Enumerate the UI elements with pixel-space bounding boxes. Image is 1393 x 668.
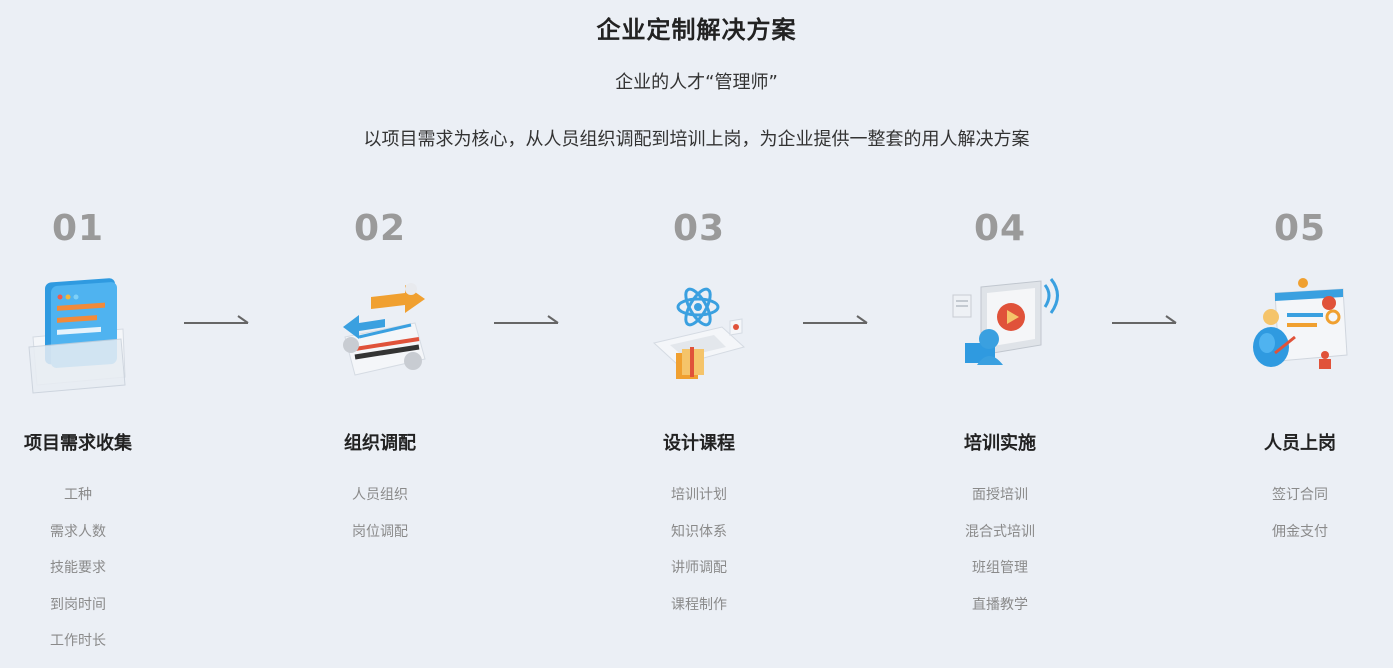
onboarding-contract-icon xyxy=(1235,267,1365,397)
step-number: 02 xyxy=(353,208,407,249)
list-item: 签订合同 xyxy=(1272,487,1328,503)
step-name: 组织调配 xyxy=(344,433,416,454)
step-name: 人员上岗 xyxy=(1264,433,1336,454)
step-number: 03 xyxy=(672,208,726,249)
step-number: 05 xyxy=(1273,208,1327,249)
arrow-right-icon xyxy=(1112,315,1177,324)
list-item: 工作时长 xyxy=(50,633,106,649)
step-name: 培训实施 xyxy=(964,433,1036,454)
requirements-folder-icon xyxy=(13,267,143,397)
step-item-list: 人员组织 岗位调配 xyxy=(280,485,480,558)
arrow-right-icon xyxy=(494,315,559,324)
list-item: 面授培训 xyxy=(972,487,1028,503)
page-description: 以项目需求为核心，从人员组织调配到培训上岗，为企业提供一整套的用人解决方案 xyxy=(363,129,1030,150)
step-3: 03 设计课程 培训计划 知识体系 讲师调配 课程制作 xyxy=(599,205,799,631)
course-design-atom-icon xyxy=(634,267,764,397)
step-item-list: 签订合同 佣金支付 xyxy=(1200,485,1393,558)
list-item: 岗位调配 xyxy=(352,523,408,540)
allocation-arrows-icon xyxy=(315,267,445,397)
step-item-list: 工种 需求人数 技能要求 到岗时间 工作时长 xyxy=(0,485,178,668)
list-item: 需求人数 xyxy=(50,523,106,540)
step-2: 02 组织调配 人员组织 岗位调配 xyxy=(280,205,480,558)
training-video-icon xyxy=(935,267,1065,397)
step-4: 04 培训实施 面授培训 混合式培训 班组管理 直播教学 xyxy=(900,205,1100,631)
step-number: 01 xyxy=(51,208,105,249)
page-title: 企业定制解决方案 xyxy=(596,16,797,44)
list-item: 混合式培训 xyxy=(965,523,1035,540)
arrow-right-icon xyxy=(184,315,249,324)
step-item-list: 培训计划 知识体系 讲师调配 课程制作 xyxy=(599,485,799,631)
step-name: 项目需求收集 xyxy=(24,433,132,454)
list-item: 知识体系 xyxy=(671,523,727,540)
step-name: 设计课程 xyxy=(663,433,735,454)
list-item: 人员组织 xyxy=(352,487,408,503)
step-number: 04 xyxy=(973,208,1027,249)
list-item: 佣金支付 xyxy=(1272,523,1328,540)
list-item: 课程制作 xyxy=(671,596,727,613)
step-item-list: 面授培训 混合式培训 班组管理 直播教学 xyxy=(900,485,1100,631)
list-item: 直播教学 xyxy=(972,596,1028,613)
step-5: 05 人员上岗 签订合同 佣金支付 xyxy=(1200,205,1393,558)
list-item: 培训计划 xyxy=(671,487,727,503)
list-item: 技能要求 xyxy=(50,560,106,576)
arrow-right-icon xyxy=(803,315,868,324)
page-subtitle: 企业的人才“管理师” xyxy=(615,72,778,93)
list-item: 工种 xyxy=(64,487,92,503)
step-1: 01 项目需求收集 工种 需求人数 技能要求 到岗时间 工作时长 xyxy=(0,205,178,668)
list-item: 讲师调配 xyxy=(671,560,727,576)
list-item: 班组管理 xyxy=(972,560,1028,576)
list-item: 到岗时间 xyxy=(50,596,106,613)
